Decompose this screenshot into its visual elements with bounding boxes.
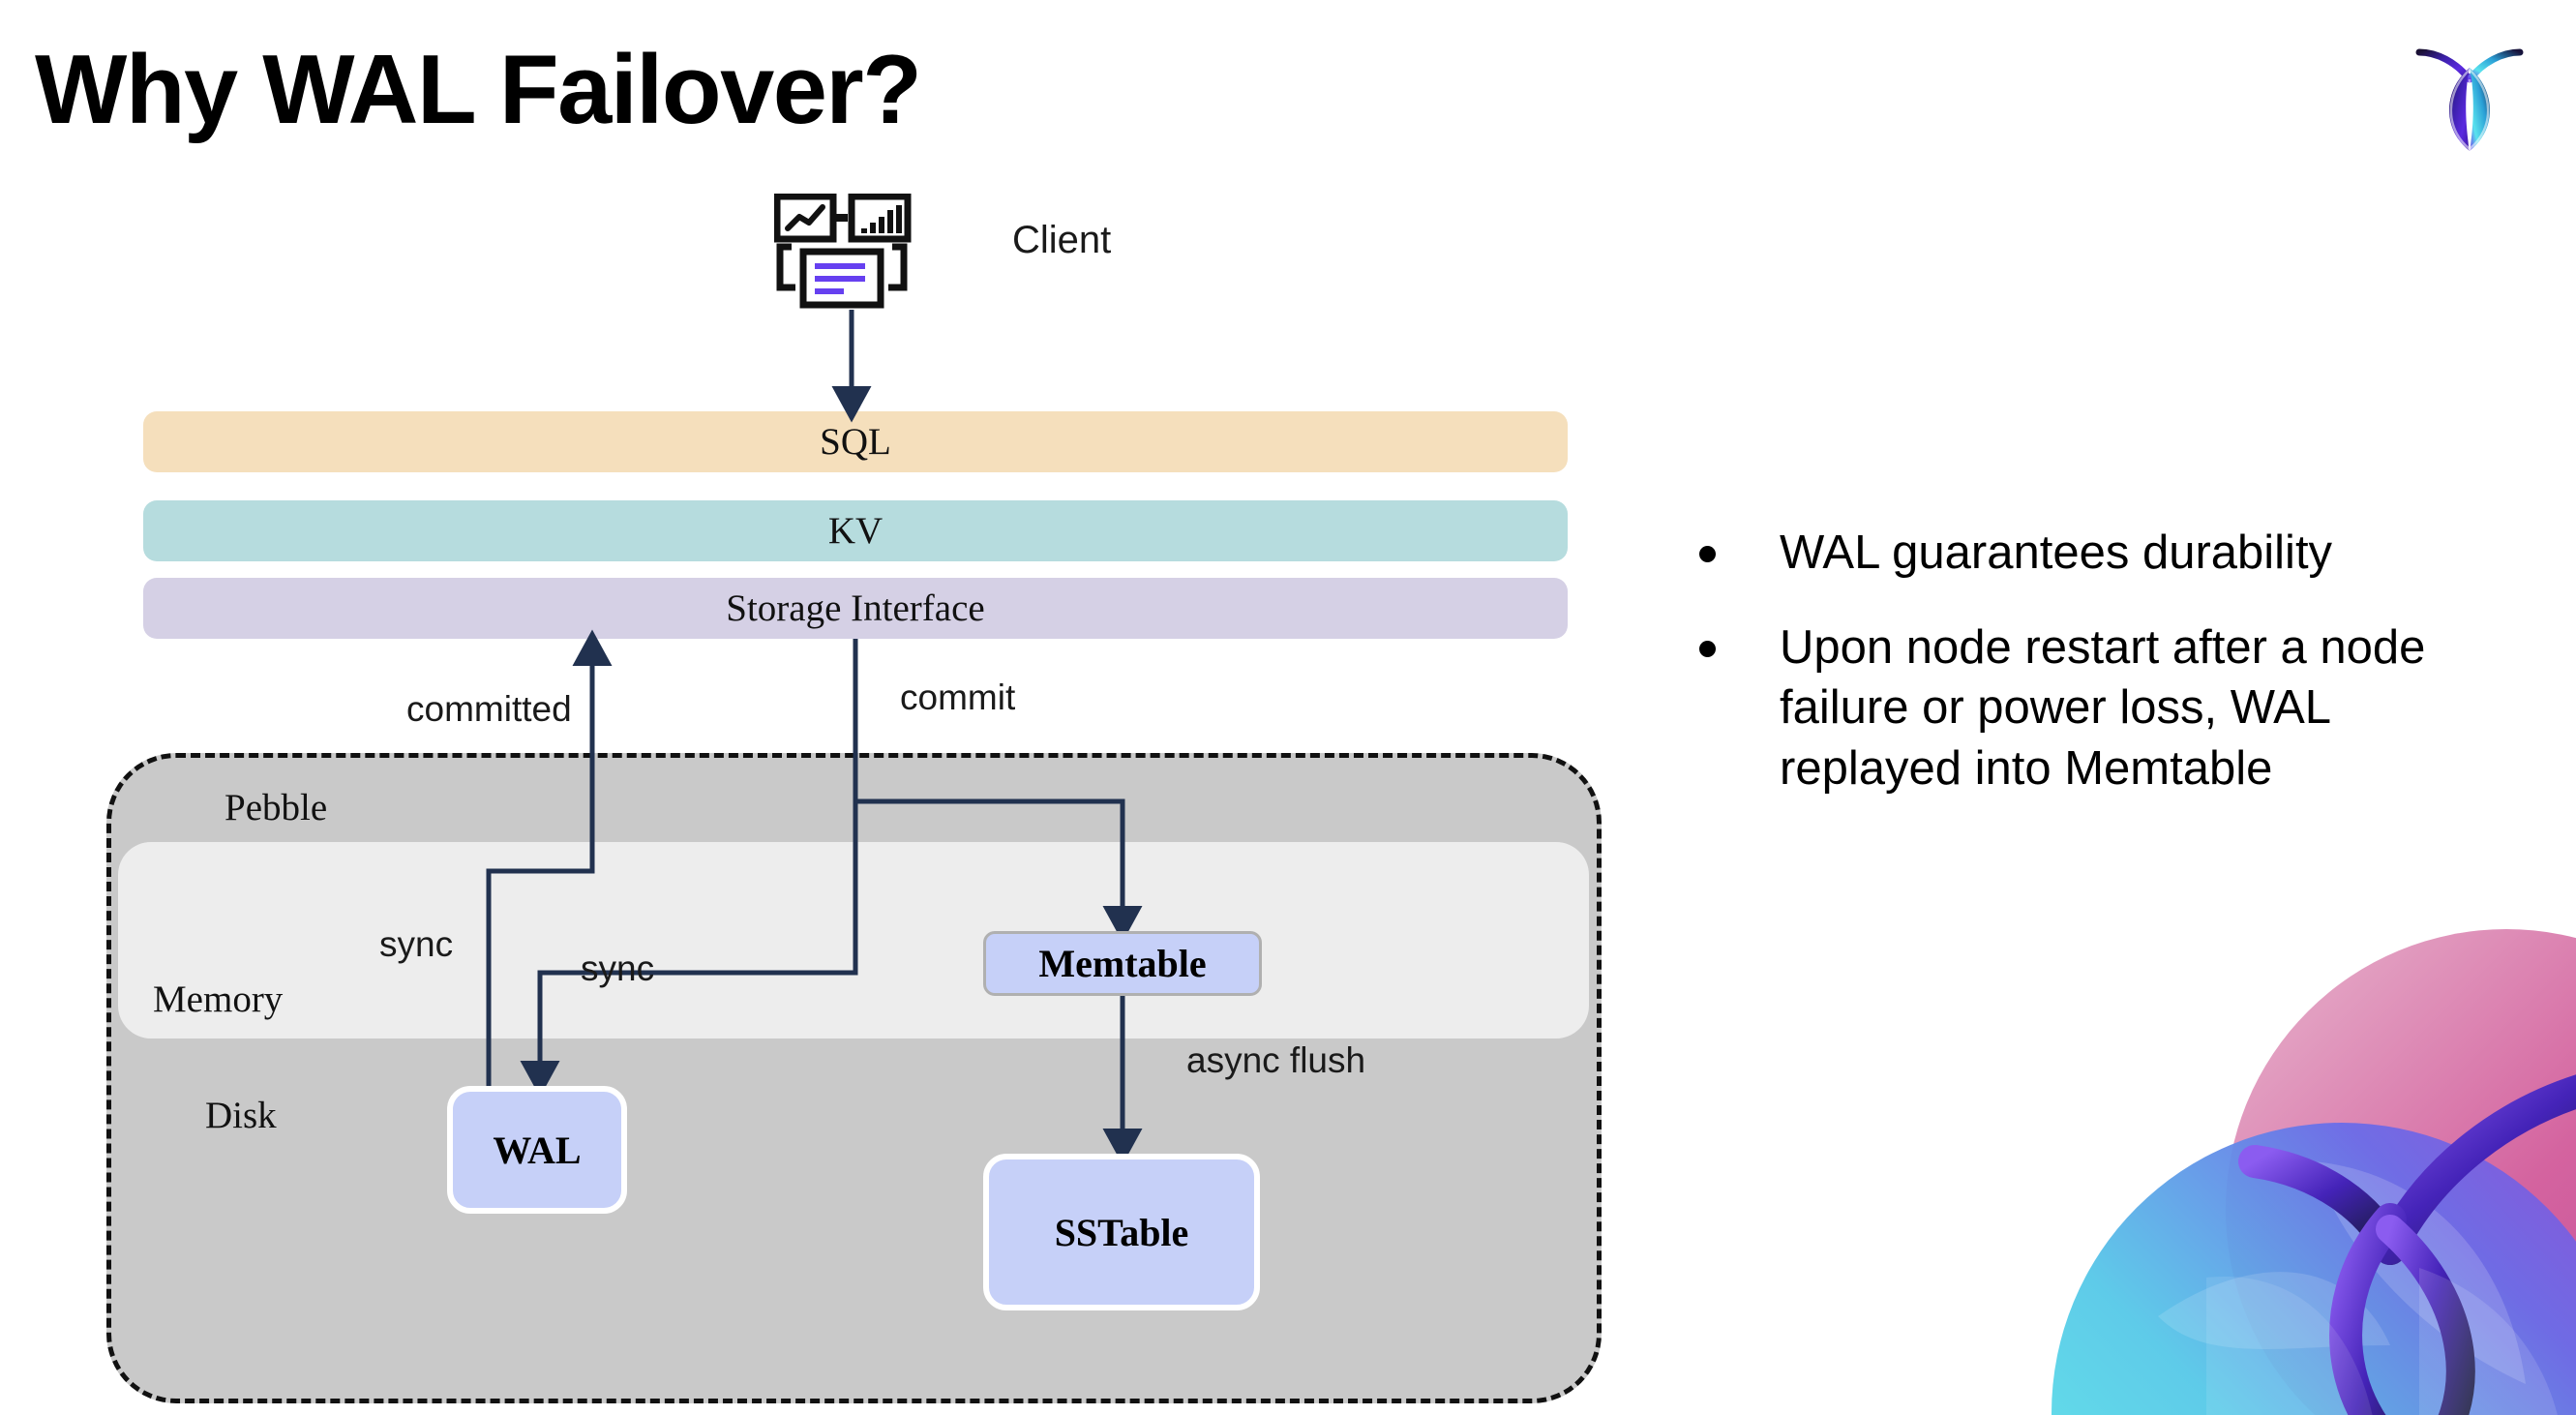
edge-label-commit: commit [900, 677, 1016, 717]
layer-bar-storage-interface: Storage Interface [143, 578, 1568, 639]
list-item: WAL guarantees durability [1699, 523, 2502, 583]
bullet-text: WAL guarantees durability [1780, 527, 2333, 579]
list-item: Upon node restart after a node failure o… [1699, 617, 2502, 798]
node-sstable-label: SSTable [1054, 1210, 1189, 1254]
client-dashboard-icon [773, 193, 929, 310]
cockroach-gradient-circles-graphic [1964, 929, 2576, 1415]
bullet-text: Upon node restart after a node failure o… [1780, 621, 2426, 795]
edge-label-committed: committed [406, 689, 572, 729]
disk-label: Disk [205, 1095, 277, 1136]
layer-bar-kv: KV [143, 500, 1568, 561]
edge-label-async-flush: async flush [1186, 1040, 1366, 1080]
edge-label-sync-up: sync [379, 924, 454, 964]
node-wal-label: WAL [493, 1128, 582, 1172]
layer-bar-storage-interface-label: Storage Interface [726, 587, 985, 629]
layer-bar-sql-label: SQL [820, 421, 891, 463]
memory-label: Memory [153, 978, 284, 1020]
layer-bar-kv-label: KV [827, 510, 884, 552]
pebble-label: Pebble [225, 787, 328, 828]
page-title: Why WAL Failover? [35, 36, 922, 144]
node-sstable: SSTable [983, 1154, 1260, 1310]
node-wal: WAL [447, 1086, 627, 1214]
bullet-dot-icon [1699, 546, 1716, 562]
bullet-dot-icon [1699, 641, 1716, 658]
node-memtable: Memtable [983, 931, 1262, 996]
node-memtable-label: Memtable [1038, 942, 1207, 985]
memory-region [118, 842, 1589, 1039]
client-label: Client [1012, 219, 1112, 261]
bullet-list: WAL guarantees durability Upon node rest… [1699, 523, 2502, 833]
edge-label-sync-down: sync [581, 948, 655, 988]
layer-bar-sql: SQL [143, 411, 1568, 472]
cockroach-leaf-logo-icon [2411, 35, 2528, 157]
